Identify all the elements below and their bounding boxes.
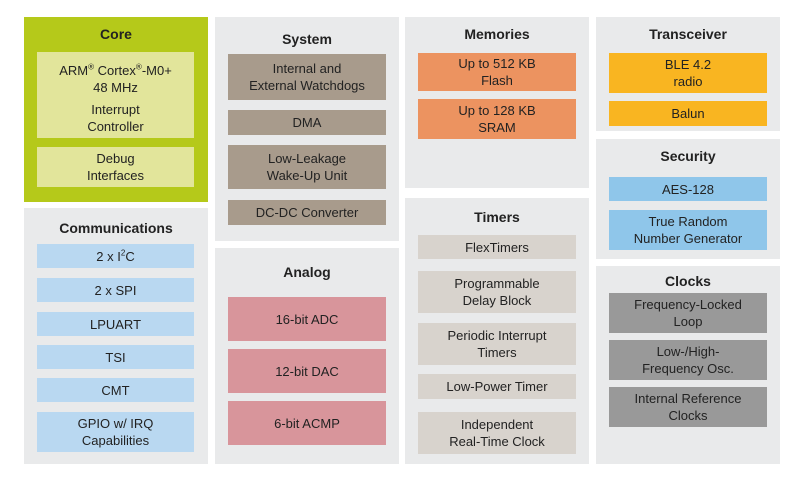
analog-block-dac: 12-bit DAC xyxy=(228,349,386,393)
memories-block-sram: Up to 128 KB SRAM xyxy=(418,99,576,139)
transceiver-panel: Transceiver BLE 4.2 radio Balun xyxy=(596,17,780,131)
transceiver-block-balun: Balun xyxy=(609,101,767,126)
system-block-wakeup-unit: Low-Leakage Wake-Up Unit xyxy=(228,145,386,189)
timers-title: Timers xyxy=(474,209,520,225)
clocks-title: Clocks xyxy=(665,273,711,289)
communications-title: Communications xyxy=(59,220,173,236)
timers-block-rtc: Independent Real-Time Clock xyxy=(418,412,576,454)
security-panel: Security AES-128 True Random Number Gene… xyxy=(596,139,780,259)
system-title: System xyxy=(282,31,332,47)
comm-block-lpuart: LPUART xyxy=(37,312,194,336)
clocks-panel: Clocks Frequency-Locked Loop Low-/High- … xyxy=(596,266,780,464)
core-block-debug-interfaces: Debug Interfaces xyxy=(37,147,194,187)
timers-block-periodic-interrupt: Periodic Interrupt Timers xyxy=(418,323,576,365)
registered-mark: ® xyxy=(135,62,142,72)
comm-block-tsi: TSI xyxy=(37,345,194,369)
security-title: Security xyxy=(660,148,716,164)
transceiver-block-ble-radio: BLE 4.2 radio xyxy=(609,53,767,93)
analog-block-acmp: 6-bit ACMP xyxy=(228,401,386,445)
clocks-block-oscillator: Low-/High- Frequency Osc. xyxy=(609,340,767,380)
system-block-dma: DMA xyxy=(228,110,386,135)
memories-panel: Memories Up to 512 KB Flash Up to 128 KB… xyxy=(405,17,589,188)
i2c-superscript: 2 xyxy=(120,248,126,258)
registered-mark: ® xyxy=(88,62,94,72)
security-block-aes: AES-128 xyxy=(609,177,767,201)
transceiver-title: Transceiver xyxy=(649,26,727,42)
system-block-watchdogs: Internal and External Watchdogs xyxy=(228,54,386,100)
cpu-m0-text: -M0+ xyxy=(141,63,172,78)
comm-block-gpio: GPIO w/ IRQ Capabilities xyxy=(37,412,194,452)
comm-block-i2c: 2 x I2C xyxy=(37,244,194,268)
comm-block-spi: 2 x SPI xyxy=(37,278,194,302)
communications-panel: Communications 2 x I2C 2 x SPI LPUART TS… xyxy=(24,208,208,464)
timers-panel: Timers FlexTimers Programmable Delay Blo… xyxy=(405,198,589,464)
clocks-block-internal-reference: Internal Reference Clocks xyxy=(609,387,767,427)
system-panel: System Internal and External Watchdogs D… xyxy=(215,17,399,241)
system-block-dcdc-converter: DC-DC Converter xyxy=(228,200,386,225)
memories-title: Memories xyxy=(464,26,530,42)
cpu-cortex-text: Cortex xyxy=(94,63,136,78)
core-panel: Core ARM® Cortex®-M0+48 MHz Interrupt Co… xyxy=(24,17,208,202)
timers-block-flextimers: FlexTimers xyxy=(418,235,576,259)
cpu-arm-text: ARM xyxy=(59,63,89,78)
i2c-suffix: C xyxy=(125,248,135,264)
analog-block-adc: 16-bit ADC xyxy=(228,297,386,341)
timers-block-programmable-delay: Programmable Delay Block xyxy=(418,271,576,313)
analog-panel: Analog 16-bit ADC 12-bit DAC 6-bit ACMP xyxy=(215,248,399,464)
memories-block-flash: Up to 512 KB Flash xyxy=(418,53,576,91)
timers-block-low-power-timer: Low-Power Timer xyxy=(418,374,576,399)
analog-title: Analog xyxy=(283,264,331,280)
core-block-interrupt-controller: Interrupt Controller xyxy=(37,98,194,138)
security-block-trng: True Random Number Generator xyxy=(609,210,767,250)
cpu-frequency: 48 MHz xyxy=(93,80,138,95)
clocks-block-fll: Frequency-Locked Loop xyxy=(609,293,767,333)
i2c-prefix: 2 x I xyxy=(96,248,121,264)
core-title: Core xyxy=(100,26,132,42)
comm-block-cmt: CMT xyxy=(37,378,194,402)
core-block-cpu: ARM® Cortex®-M0+48 MHz xyxy=(37,52,194,106)
